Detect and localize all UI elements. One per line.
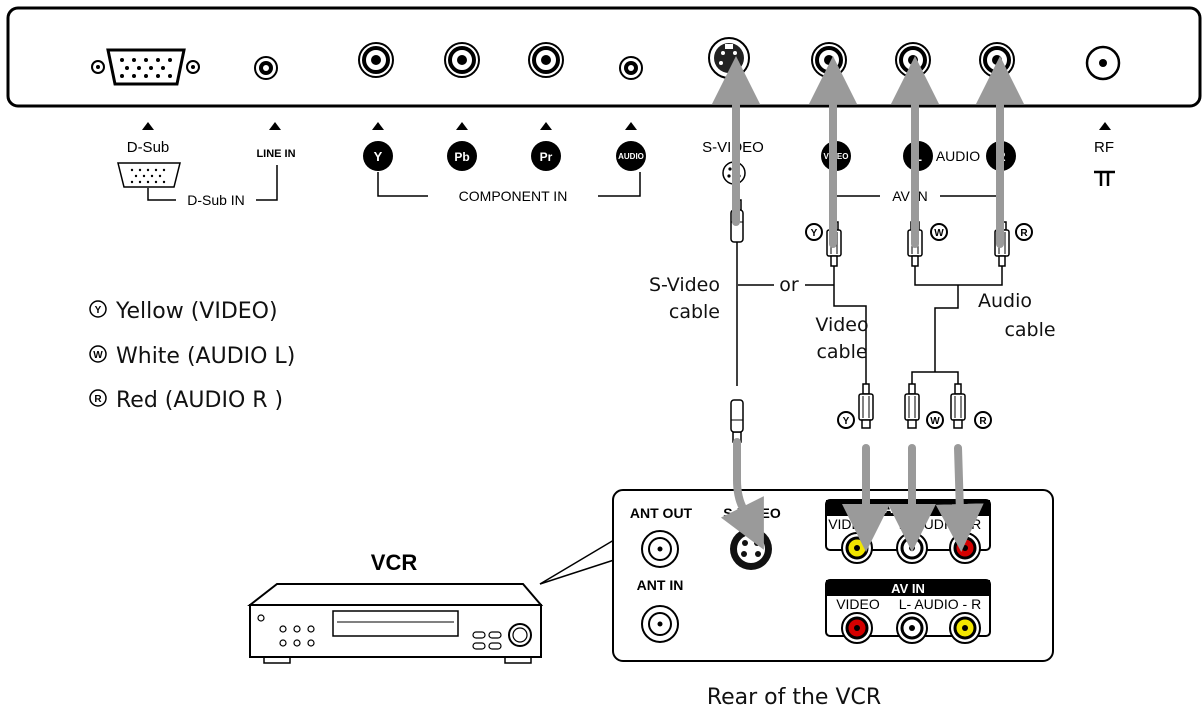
- av-out-video-label: VIDEO: [828, 516, 872, 532]
- audio-cable-label-2: cable: [1004, 319, 1055, 341]
- av-in-video-jack: [841, 612, 873, 644]
- signal-flow-arrows: [712, 56, 1024, 552]
- rf-antenna-icon: [1094, 170, 1115, 186]
- vcr-title: VCR: [371, 550, 418, 575]
- vcr-unit: [247, 583, 544, 664]
- av-in-group-label: AV IN: [892, 188, 928, 204]
- audio-cable: [904, 221, 1010, 429]
- svideo-port: [708, 37, 750, 79]
- dsub-in-group-label: D-Sub IN: [187, 192, 245, 208]
- svg-text:Y: Y: [95, 305, 102, 316]
- svideo-cable: [730, 199, 744, 443]
- legend-white: White (AUDIO L): [116, 344, 295, 369]
- svideo-cable-label-2: cable: [669, 301, 720, 323]
- av-video-port: [810, 41, 848, 79]
- video-cable: [826, 221, 874, 429]
- video-cable-label-2: cable: [816, 341, 867, 363]
- svg-text:Y: Y: [843, 416, 850, 427]
- av-out-video-jack: [841, 532, 873, 564]
- svg-text:W: W: [93, 350, 103, 361]
- plug-color-marks: Y W R Y W R: [805, 223, 1033, 429]
- ant-in-label: ANT IN: [637, 577, 684, 593]
- tv-rear-panel: [6, 6, 1202, 108]
- legend-yellow: Yellow (VIDEO): [115, 299, 278, 324]
- rf-label: RF: [1094, 139, 1114, 156]
- vcr-rear-caption: Rear of the VCR: [707, 685, 881, 710]
- y-badge: Y: [374, 149, 383, 164]
- av-out-audio-l-jack: [896, 532, 928, 564]
- av-in-audio-l-jack: [896, 612, 928, 644]
- video-cable-label-1: Video: [815, 314, 868, 336]
- av-out-audio-r-jack: [949, 532, 981, 564]
- component-audio-port: [619, 56, 643, 80]
- vcr-rear-panel: ANT OUT ANT IN S-VIDEO AV OUT VIDEO L- A…: [612, 489, 1054, 662]
- svg-text:W: W: [934, 228, 944, 239]
- av-audio-l-port: [894, 41, 932, 79]
- svg-text:R: R: [94, 394, 102, 405]
- component-group-label: COMPONENT IN: [459, 188, 568, 204]
- av-in-label: AV IN: [891, 581, 925, 596]
- svg-text:R: R: [979, 416, 987, 427]
- port-pointer-triangles: [142, 122, 1111, 130]
- svg-text:R: R: [1020, 228, 1028, 239]
- av-audio-r-port: [978, 41, 1016, 79]
- pb-badge: Pb: [454, 150, 469, 164]
- svideo-cable-label-1: S-Video: [649, 274, 720, 296]
- dsub-icon: [117, 162, 181, 188]
- component-y-port: [357, 41, 395, 79]
- line-in-label: LINE IN: [256, 148, 295, 160]
- component-bracket: [377, 172, 641, 197]
- av-audio-label: AUDIO: [936, 148, 980, 164]
- legend-red: Red (AUDIO R ): [116, 388, 283, 413]
- dsub-label: D-Sub: [127, 139, 170, 156]
- av-in-audio-r-jack: [949, 612, 981, 644]
- audio-cable-label-1: Audio: [978, 290, 1032, 312]
- dsub-in-bracket: [147, 165, 278, 201]
- component-pb-port: [443, 41, 481, 79]
- audio-badge: AUDIO: [618, 152, 644, 161]
- color-legend: Y Yellow (VIDEO) W White (AUDIO L) R Red…: [89, 299, 295, 413]
- or-label: or: [779, 274, 799, 296]
- svg-text:W: W: [930, 416, 940, 427]
- svg-text:Y: Y: [811, 228, 818, 239]
- component-badges: Y Pb Pr AUDIO: [363, 141, 646, 171]
- av-out-audio-label: L- AUDIO - R: [899, 516, 981, 532]
- pr-badge: Pr: [540, 150, 553, 164]
- ant-out-label: ANT OUT: [630, 505, 693, 521]
- line-in-port: [254, 56, 278, 80]
- dsub-port: [91, 48, 200, 86]
- av-in-video-label: VIDEO: [836, 596, 880, 612]
- component-pr-port: [527, 41, 565, 79]
- rf-port: [1085, 45, 1121, 81]
- vcr-svideo-label: S-VIDEO: [723, 505, 781, 521]
- av-in-audio-label: L- AUDIO - R: [899, 596, 981, 612]
